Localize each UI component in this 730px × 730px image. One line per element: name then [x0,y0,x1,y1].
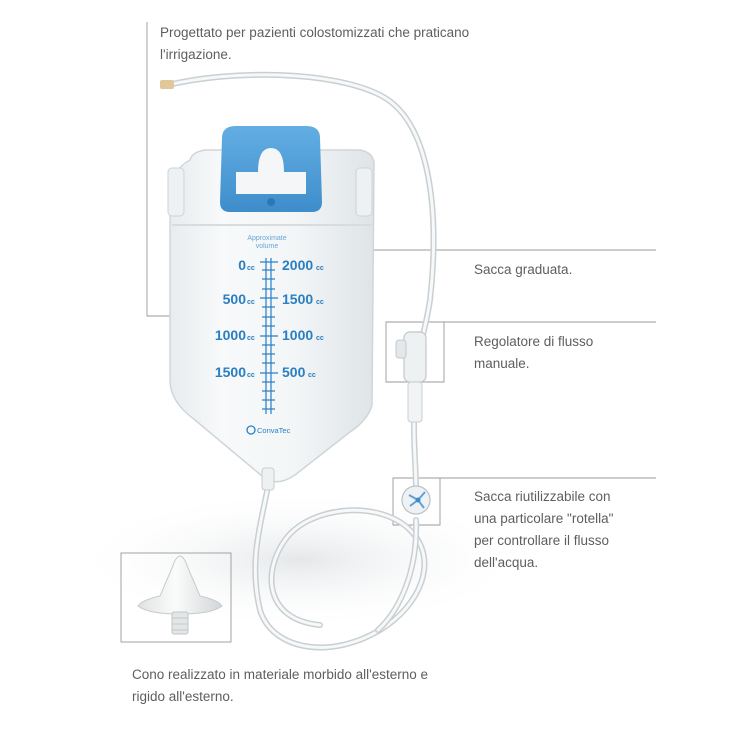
left-scale-unit: cc [247,335,255,342]
caption-line: l'irrigazione. [160,47,232,62]
right-scale-label: 1500 [282,291,313,307]
right-scale-labels: 2000 cc 1500 cc 1000 cc 500 cc [282,257,324,380]
brand-name: ConvaTec [257,426,291,435]
irrigation-cone [137,555,223,635]
left-scale-label: 1000 [215,327,246,343]
graduation-scale [260,258,278,414]
left-scale-unit: cc [247,265,255,272]
right-scale-unit: cc [308,372,316,379]
left-scale-label: 0 [238,257,246,273]
right-scale-unit: cc [316,335,324,342]
hanger-rivet [267,198,275,206]
tubing [165,71,437,651]
caption-line: Progettato per pazienti colostomizzati c… [160,25,470,40]
floor-shadow [70,490,530,630]
bag-side-tab-right [355,167,373,217]
leader-box-cone [120,552,232,643]
caption-line: Cono realizzato in materiale morbido all… [132,667,428,682]
flow-regulator [395,331,427,423]
right-scale-label: 1000 [282,327,313,343]
caption-cone: Cono realizzato in materiale morbido all… [132,664,428,708]
right-scale-unit: cc [316,265,324,272]
caption-regulator: Regolatore di flusso manuale. [474,331,593,375]
left-scale-unit: cc [247,299,255,306]
caption-line: Sacca graduata. [474,262,573,277]
hanger-hole [236,148,306,194]
caption-line: rigido all'esterno. [132,689,234,704]
caption-line: Sacca riutilizzabile con [474,489,611,504]
left-scale-label: 500 [223,291,247,307]
caption-line: manuale. [474,356,530,371]
caption-top: Progettato per pazienti colostomizzati c… [160,22,469,66]
caption-wheel: Sacca riutilizzabile con una particolare… [474,486,613,574]
flow-wheel [401,485,431,515]
tube-tip [160,80,174,89]
bag-header-line-2: volume [256,243,279,250]
caption-bag: Sacca graduata. [474,259,572,281]
bag-outlet [261,467,275,491]
right-scale-label: 2000 [282,257,313,273]
caption-line: Regolatore di flusso [474,334,594,349]
left-scale-unit: cc [247,372,255,379]
left-scale-label: 1500 [215,364,246,380]
brand-logo-icon [246,425,256,435]
caption-line: una particolare "rotella" [474,511,614,526]
caption-line: per controllare il flusso [474,533,610,548]
right-scale-unit: cc [316,299,324,306]
bag-side-tab-left [167,167,185,217]
irrigation-bag [169,149,375,483]
caption-line: dell'acqua. [474,555,539,570]
bag-header-line-1: Approximate [247,235,286,242]
right-scale-label: 500 [282,364,306,380]
left-scale-labels: 0 cc 500 cc 1000 cc 1500 cc [215,257,255,380]
